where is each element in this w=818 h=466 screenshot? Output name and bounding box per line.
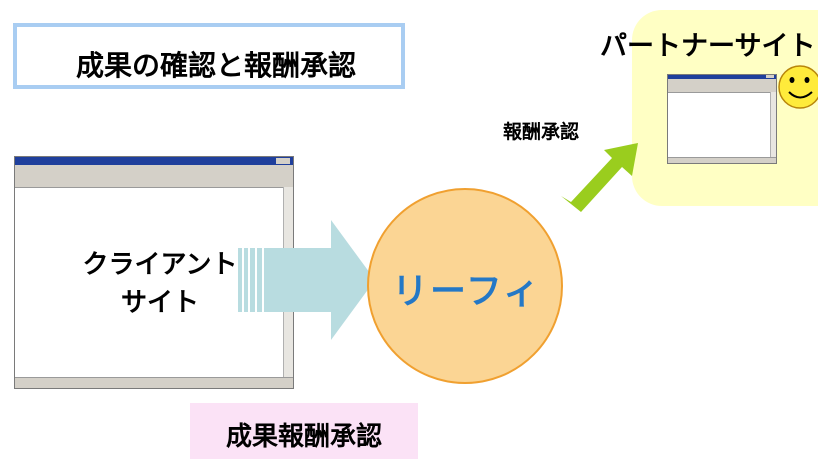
refee-label: リーフィ [392,271,542,312]
menubar [668,79,776,83]
partner-site-title: パートナーサイト [600,31,816,62]
toolbar [15,173,293,188]
bottom-caption-box [190,403,418,459]
window-controls [766,75,774,78]
approval-arrow [561,143,638,212]
statusbar [668,157,776,163]
window-controls [276,158,290,164]
title-box [13,23,405,89]
titlebar [15,157,293,165]
diagram-title: 成果の確認と報酬承認 [76,49,357,82]
refee-circle [367,188,563,384]
client-site-label-line1: クライアント [82,250,238,280]
client-site-label: クライアント サイト [60,246,260,322]
approval-arrow-label: 報酬承認 [503,121,580,143]
menubar [15,165,293,173]
client-to-center-arrow [238,220,375,340]
titlebar [668,75,776,79]
scrollbar [770,92,776,158]
toolbar [668,83,776,93]
statusbar [15,377,293,388]
smiley-face-icon [778,65,818,109]
partner-browser-window-icon [667,74,777,164]
bottom-caption: 成果報酬承認 [225,422,382,452]
client-site-label-line2: サイト [120,288,199,318]
